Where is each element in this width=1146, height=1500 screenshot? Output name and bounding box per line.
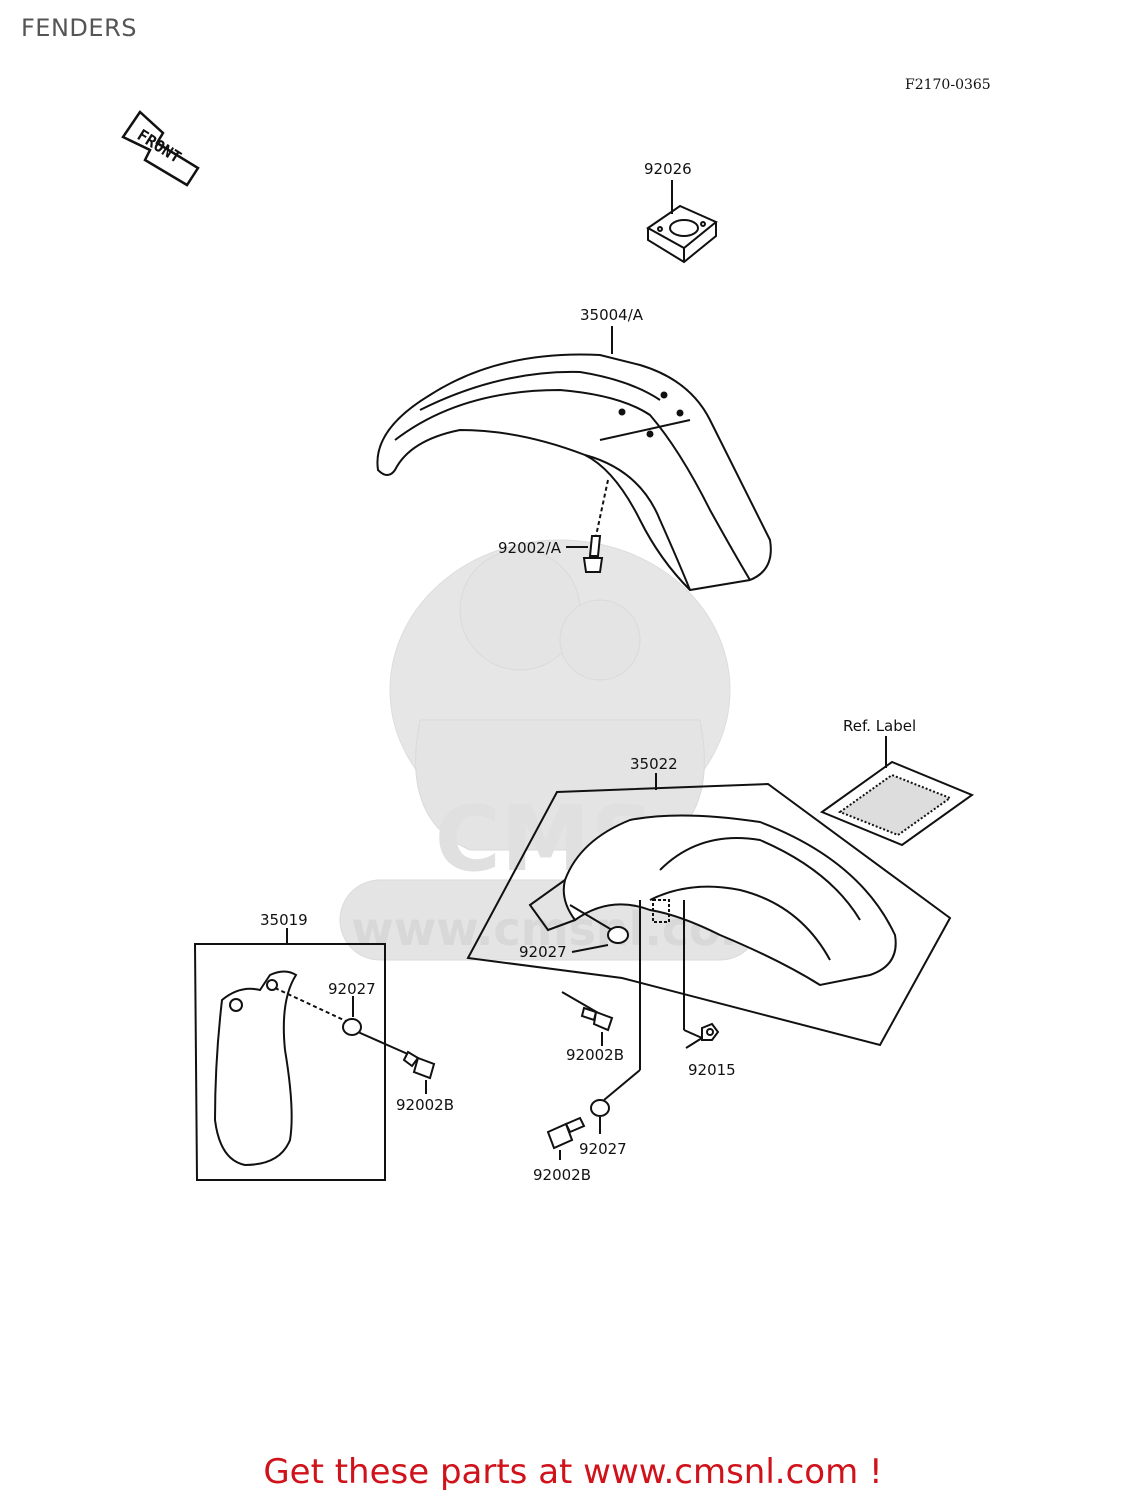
part-35022-drawing [466,773,952,1101]
part-label-ref-label: Ref. Label [843,717,916,735]
part-92002b-bolt-a [402,1050,436,1094]
part-label-35019: 35019 [260,911,308,929]
part-label-35004a: 35004/A [580,306,644,324]
part-35004a-drawing [376,326,772,592]
ref-label-drawing [819,736,975,847]
part-92027-washer-c [590,1099,610,1134]
part-35019-drawing [193,928,411,1181]
footer-link[interactable]: Get these parts at www.cmsnl.com ! [263,1452,883,1492]
part-92015-nut [685,1022,720,1049]
part-label-92002b-a: 92002B [396,1096,454,1114]
part-label-92002b-b: 92002B [566,1046,624,1064]
page-title: FENDERS [21,14,137,42]
part-label-92027-b: 92027 [519,943,567,961]
part-92002a-drawing [566,479,609,573]
front-arrow-icon: FRONT [121,110,200,187]
front-label: FRONT [134,125,185,167]
part-label-35022: 35022 [630,755,678,773]
part-label-92015: 92015 [688,1061,736,1079]
part-label-92026: 92026 [644,160,692,178]
part-92027-washer-b [569,904,629,953]
part-92026-drawing [646,180,718,264]
part-92027-washer-a [342,996,362,1036]
part-92002b-bolt-b [561,991,614,1046]
part-label-92027-c: 92027 [579,1140,627,1158]
part-label-92002b-c: 92002B [533,1166,591,1184]
part-label-92002a: 92002/A [498,539,562,557]
part-92002b-bolt-c [546,1116,586,1160]
part-label-92027-a: 92027 [328,980,376,998]
figure-code: F2170-0365 [905,77,991,93]
